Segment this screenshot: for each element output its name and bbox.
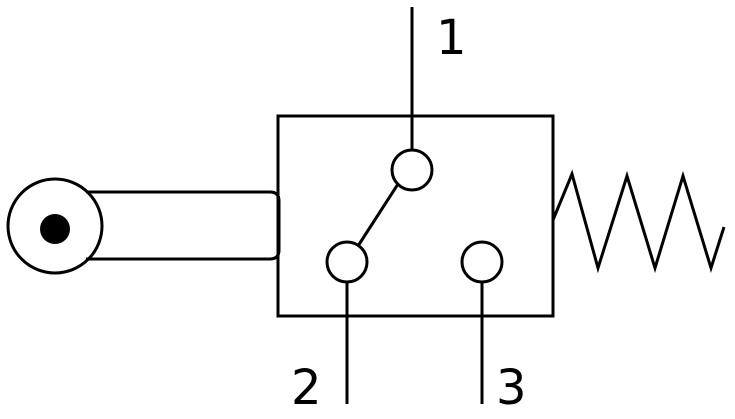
switch-body bbox=[276, 114, 555, 318]
terminal-3-label: 3 bbox=[496, 360, 527, 416]
switch-blade bbox=[356, 183, 400, 247]
contact-2 bbox=[325, 240, 369, 284]
roller-axle bbox=[40, 214, 70, 244]
contact-1 bbox=[390, 148, 434, 192]
actuator-arm bbox=[86, 190, 281, 261]
terminal-2-label: 2 bbox=[291, 360, 322, 416]
return-spring bbox=[551, 169, 726, 274]
roller-wheel bbox=[6, 177, 104, 275]
roller-actuator bbox=[6, 177, 281, 275]
terminal-1-label: 1 bbox=[436, 10, 467, 66]
contact-3 bbox=[460, 240, 504, 284]
